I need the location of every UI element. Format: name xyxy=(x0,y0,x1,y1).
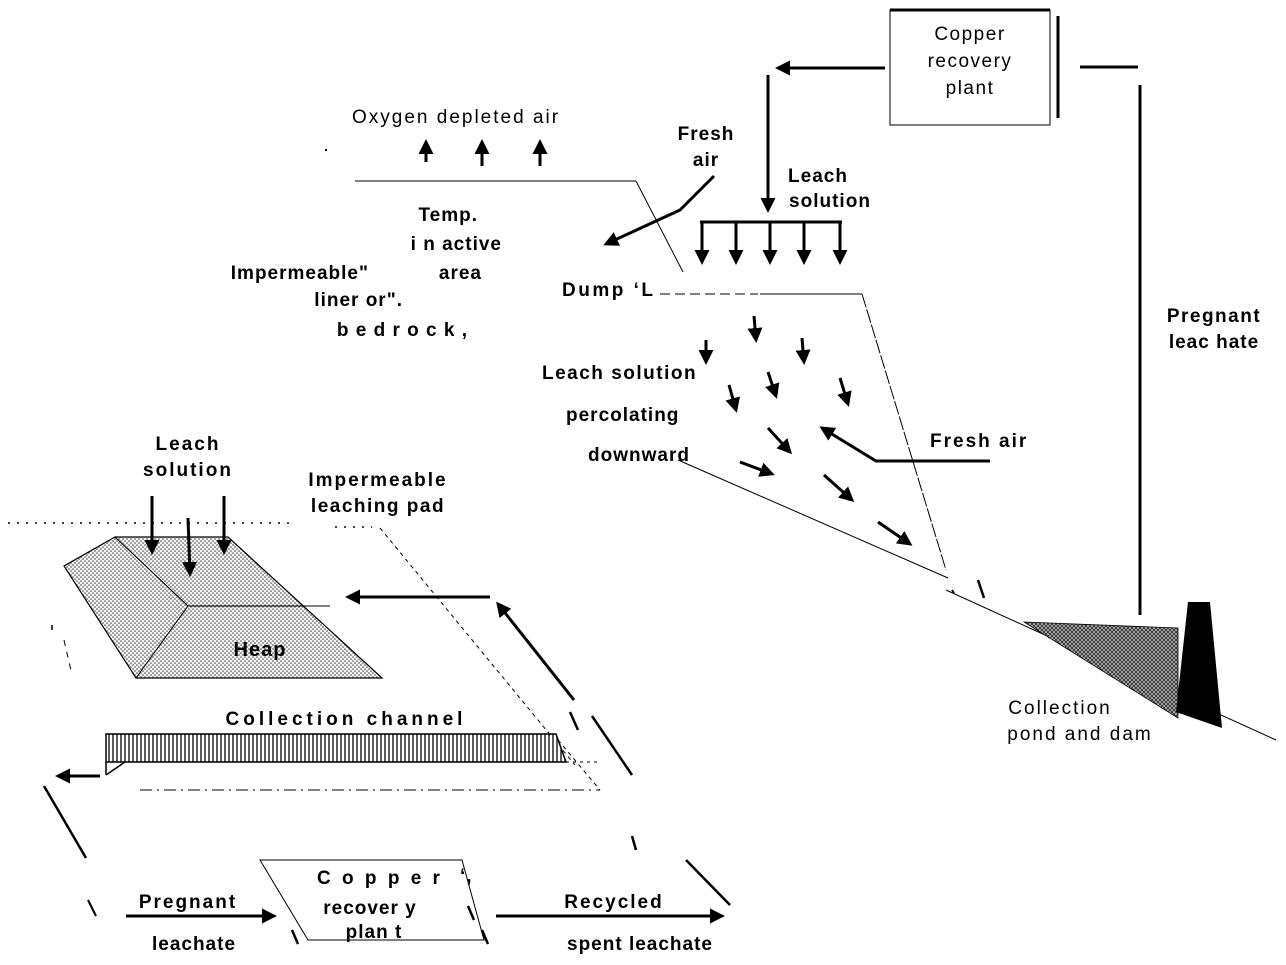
leachate-bottom-label: leachate xyxy=(152,934,236,955)
collection-pond-label-2: pond and dam xyxy=(1007,724,1153,745)
recycle-mark xyxy=(568,711,580,731)
bottom-left-mark xyxy=(87,899,97,917)
percolation-arrow xyxy=(837,377,852,407)
recycle-riser-arrow xyxy=(496,601,576,701)
pregnant-leachate-right-label-2: leac hate xyxy=(1169,332,1259,353)
percolation-arrow xyxy=(725,384,740,413)
percolation-arrow xyxy=(765,371,780,399)
pregnant-leachate-right-label-1: Pregnant xyxy=(1167,306,1261,327)
leach-percolating-label-1: Leach solution xyxy=(542,363,697,384)
fresh-air-right-arrow xyxy=(819,426,990,463)
channel-ribbed-wall xyxy=(105,733,568,763)
fresh-air-top-label-1: Fresh xyxy=(678,124,735,145)
top-copper-recovery-plant: Copper recovery plant xyxy=(889,8,1060,126)
impermeable-liner-label-3: b e d r o c k , xyxy=(337,320,468,341)
leach-distributor xyxy=(694,220,848,265)
leach-percolating-label-2: percolating xyxy=(566,405,679,426)
leach-solution-top-label-1: Leach xyxy=(788,166,848,187)
bottom-plant-mark: ‘, xyxy=(460,866,473,887)
dam xyxy=(1176,602,1222,728)
pad-front-right-edge xyxy=(685,859,731,906)
dump-outline xyxy=(355,180,949,579)
heap: Heap xyxy=(63,536,384,679)
impermeable-pad-label-1: Impermeable xyxy=(308,470,447,491)
collection-pond-and-dam xyxy=(945,579,1277,741)
heap-leach-arrow xyxy=(182,517,198,577)
heap-ridge xyxy=(114,536,189,607)
top-plant-label-3: plant xyxy=(946,78,995,99)
recycled-label: Recycled xyxy=(564,892,663,913)
fresh-air-top-label-2: air xyxy=(693,150,719,171)
leach-solution-heap-label-2: solution xyxy=(143,460,233,481)
recycle-line xyxy=(590,715,634,776)
percolation-arrow xyxy=(795,337,811,365)
top-plant-label-1: Copper xyxy=(934,24,1005,45)
leach-solution-top-label-2: solution xyxy=(789,191,871,212)
temp-label-1: Temp. xyxy=(418,205,478,226)
collection-pond-label-1: Collection xyxy=(1008,698,1111,719)
fresh-air-right-label: Fresh air xyxy=(930,431,1028,452)
spent-leachate-label: spent leachate xyxy=(567,934,713,955)
pad-left-edge xyxy=(63,639,73,676)
pregnant-bottom-label: Pregnant xyxy=(139,892,237,913)
percolation-arrow xyxy=(747,315,763,343)
bottom-plant-label-2: recover y xyxy=(323,898,417,919)
heap-ridge xyxy=(135,605,189,679)
collection-pond xyxy=(1022,621,1179,719)
bottom-plant-box xyxy=(259,859,485,941)
percolation-arrow xyxy=(823,473,855,502)
impermeable-pad-label-2: leaching pad xyxy=(311,496,445,517)
heap-label: Heap xyxy=(234,639,287,661)
collection-channel-label: Collection channel xyxy=(226,709,467,730)
temp-label-2: i n active xyxy=(411,234,502,255)
pad-front-mark xyxy=(630,835,638,851)
oxygen-depleted-air-label: Oxygen depleted air xyxy=(352,107,560,128)
leach-percolating-label-3: downward xyxy=(588,445,690,466)
top-plant-box xyxy=(889,9,1051,126)
percolation-arrow xyxy=(766,426,793,455)
slope-mark xyxy=(976,579,986,599)
percolation-arrows xyxy=(698,315,913,546)
temp-label-3: area xyxy=(439,263,482,284)
pad-right-edge xyxy=(379,527,576,766)
fresh-air-top-arrow xyxy=(603,174,716,246)
bottom-plant-label-3: plan t xyxy=(346,922,403,943)
percolation-arrow xyxy=(877,520,913,546)
impermeable-liner-label-1: Impermeable" xyxy=(231,263,369,284)
leach-solution-heap-label-1: Leach xyxy=(156,434,221,455)
heap-body xyxy=(63,536,384,679)
collection-channel xyxy=(105,733,601,791)
dump-label: Dump ‘L xyxy=(562,280,656,301)
pad-front-left-edge xyxy=(42,785,88,859)
percolation-arrow xyxy=(739,460,775,477)
bottom-plant-label-1: C o p p e r xyxy=(317,868,443,889)
top-plant-label-2: recovery xyxy=(928,51,1013,72)
impermeable-liner-label-2: liner or". xyxy=(314,290,403,311)
bottom-copper-recovery-plant: C o p p e r ‘, recover y plan t xyxy=(259,859,490,945)
slope-mark xyxy=(951,589,955,594)
